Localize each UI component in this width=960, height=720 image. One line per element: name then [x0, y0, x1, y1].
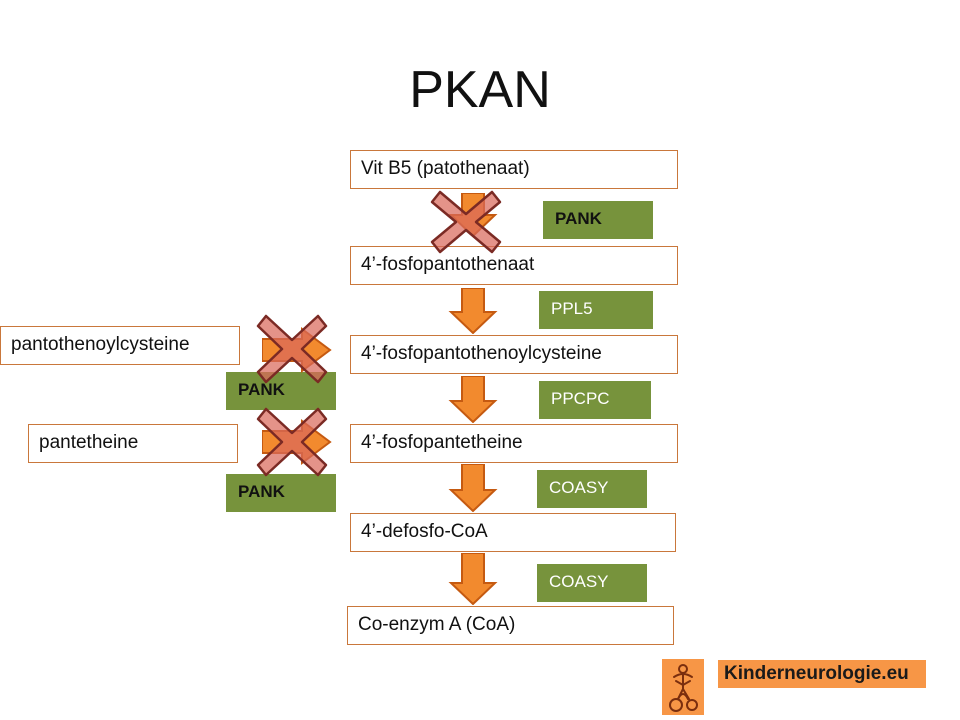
blocked-x-icon [430, 190, 502, 254]
box-vit-b5: Vit B5 (patothenaat) [350, 150, 678, 189]
logo-text: Kinderneurologie.eu [718, 660, 926, 688]
page-title: PKAN [409, 61, 551, 119]
box-coenzym-a: Co-enzym A (CoA) [347, 606, 674, 645]
down-arrow-icon [448, 288, 498, 334]
blocked-x-icon [256, 407, 328, 477]
down-arrow-icon [448, 464, 498, 512]
enzyme-pank-main: PANK [543, 201, 653, 239]
box-pantetheine: pantetheine [28, 424, 238, 463]
box-fosfopantothenoylcysteine: 4’-fosfopantothenoylcysteine [350, 335, 678, 374]
box-fosfopantothenaat: 4’-fosfopantothenaat [350, 246, 678, 285]
box-defosfo-coa: 4’-defosfo-CoA [350, 513, 676, 552]
enzyme-coasy-1: COASY [537, 470, 647, 508]
enzyme-coasy-2: COASY [537, 564, 647, 602]
logo-icon [662, 659, 704, 715]
box-fosfopantetheine: 4’-fosfopantetheine [350, 424, 678, 463]
enzyme-pank-side-2: PANK [226, 474, 336, 512]
down-arrow-icon [448, 553, 498, 605]
enzyme-ppcpc: PPCPC [539, 381, 651, 419]
blocked-x-icon [256, 314, 328, 384]
down-arrow-icon [448, 376, 498, 423]
enzyme-ppl5: PPL5 [539, 291, 653, 329]
box-pantothenoylcysteine: pantothenoylcysteine [0, 326, 240, 365]
